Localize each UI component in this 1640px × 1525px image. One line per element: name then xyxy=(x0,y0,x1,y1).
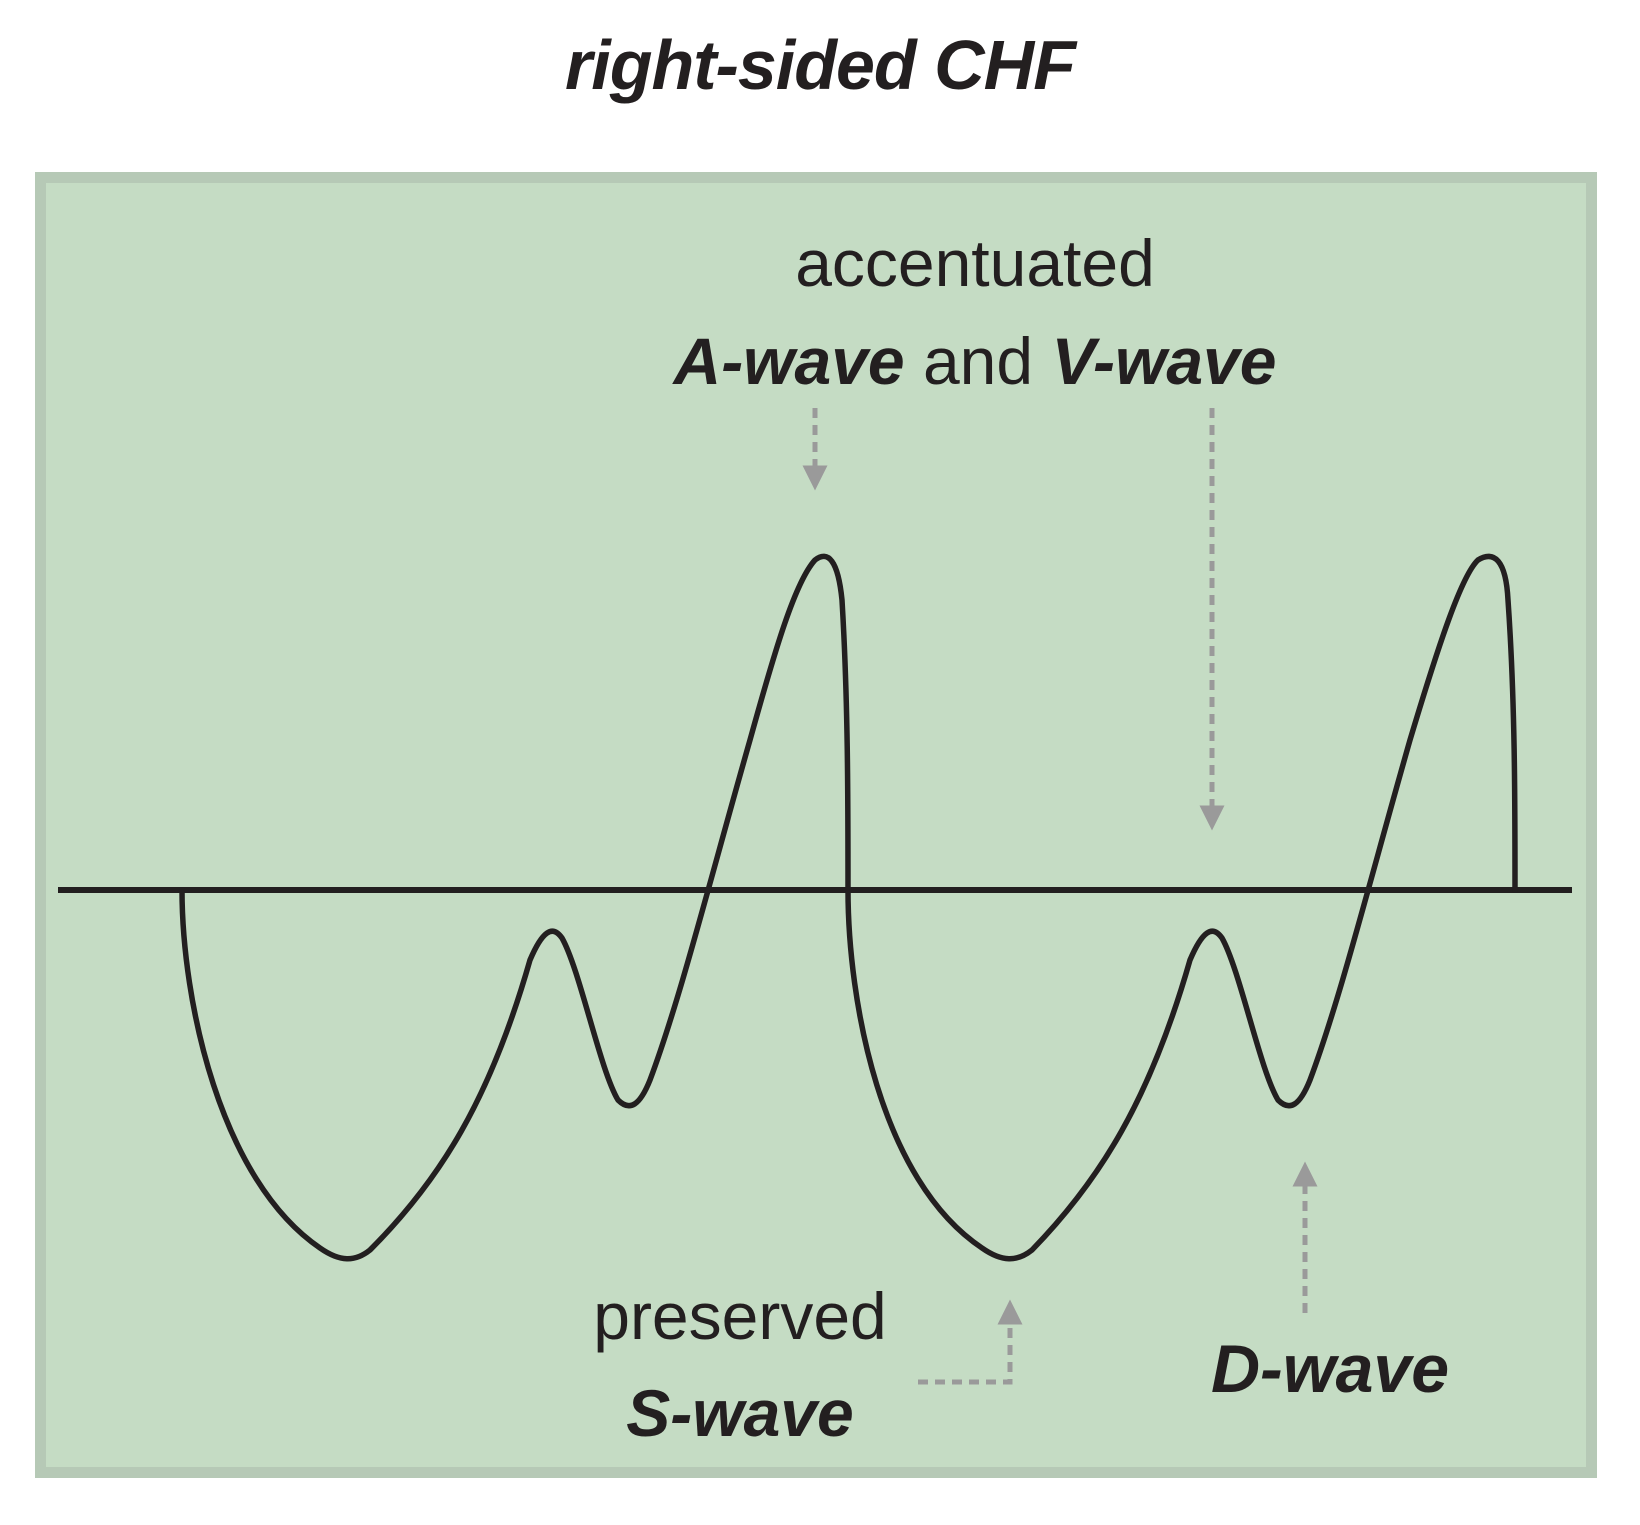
s-wave-text: S-wave xyxy=(626,1376,854,1450)
and-label: and xyxy=(904,324,1052,398)
diagram-panel xyxy=(35,172,1597,1478)
accentuated-label: accentuated xyxy=(640,230,1310,296)
s-wave-label: S-wave xyxy=(560,1380,920,1446)
v-wave-label: V-wave xyxy=(1051,324,1277,398)
preserved-label: preserved xyxy=(520,1283,960,1349)
a-and-v-wave-label: A-wave and V-wave xyxy=(590,328,1360,394)
d-wave-text: D-wave xyxy=(1210,1331,1450,1407)
preserved-text: preserved xyxy=(593,1279,887,1353)
accentuated-text: accentuated xyxy=(795,226,1155,300)
d-wave-label: D-wave xyxy=(1140,1335,1520,1403)
doppler-trace xyxy=(179,553,1518,1262)
diagram-title: right-sided CHF xyxy=(565,26,1076,104)
s-wave-arrow xyxy=(918,1299,1023,1385)
a-wave-label: A-wave xyxy=(673,324,905,398)
